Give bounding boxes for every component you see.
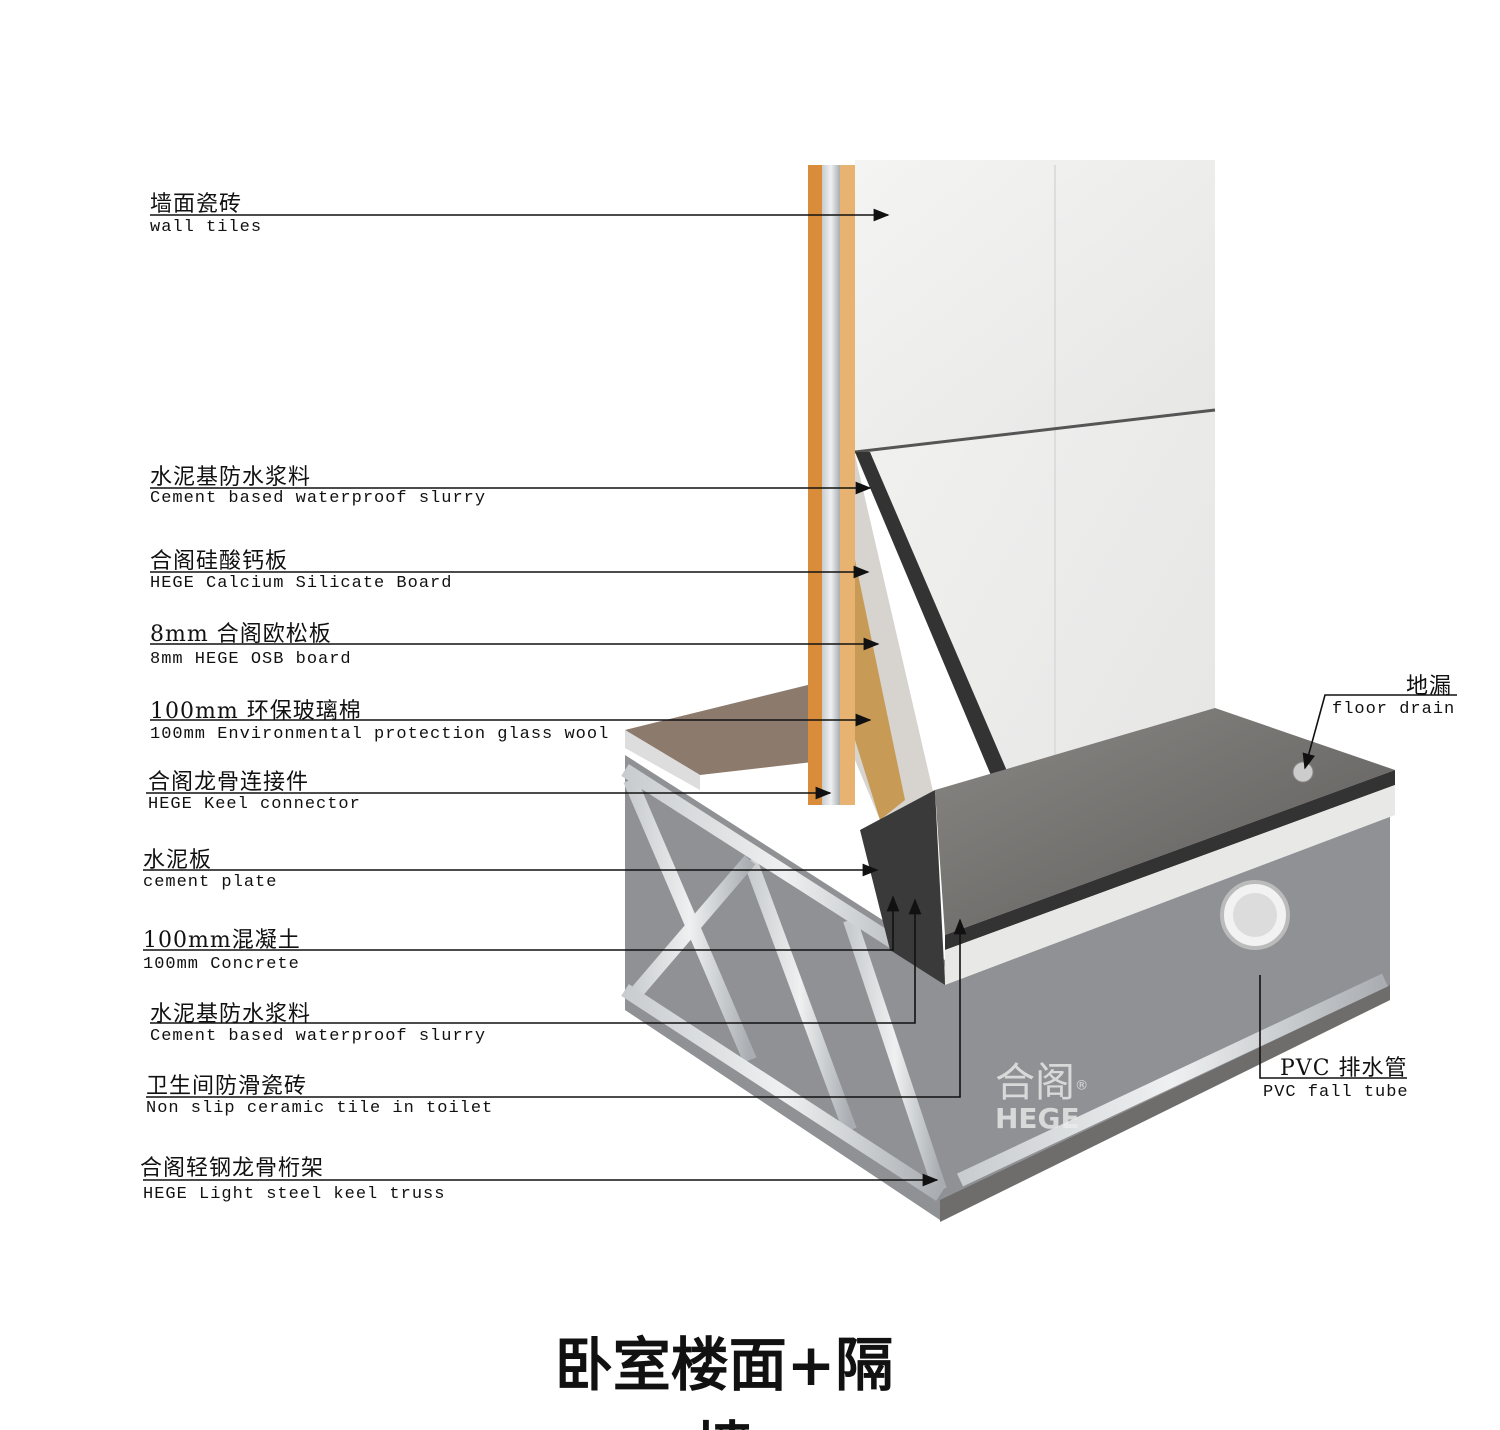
hege-logo: 合阁® HEGE <box>995 1060 1089 1135</box>
label-waterproof-slurry-2-cn: 水泥基防水浆料 <box>150 1002 312 1027</box>
label-steel-truss-cn: 合阁轻钢龙骨桁架 <box>140 1156 325 1181</box>
label-pvc-tube-cn: PVC 排水管 <box>1280 1056 1408 1081</box>
label-nonslip-tile-en: Non slip ceramic tile in toilet <box>146 1099 494 1118</box>
label-wall-tiles-cn: 墙面瓷砖 <box>150 192 243 217</box>
label-keel-connector-cn: 合阁龙骨连接件 <box>148 770 310 795</box>
label-waterproof-slurry-cn: 水泥基防水浆料 <box>150 465 312 490</box>
leader-lines <box>143 208 1457 1187</box>
label-floor-drain-cn: 地漏 <box>1406 674 1453 699</box>
label-osb-en: 8mm HEGE OSB board <box>150 650 352 669</box>
label-glass-wool-en: 100mm Environmental protection glass woo… <box>150 725 610 744</box>
label-nonslip-tile-cn: 卫生间防滑瓷砖 <box>146 1074 308 1099</box>
label-steel-truss-en: HEGE Light steel keel truss <box>143 1185 446 1204</box>
label-osb-cn: 8mm 合阁欧松板 <box>150 622 332 647</box>
label-cement-plate-en: cement plate <box>143 873 278 892</box>
label-wall-tiles-en: wall tiles <box>150 218 263 237</box>
label-waterproof-slurry-en: Cement based waterproof slurry <box>150 489 487 508</box>
floor-drain <box>1292 761 1314 783</box>
bathroom-floor <box>860 708 1395 985</box>
label-concrete-en: 100mm Concrete <box>143 955 300 974</box>
left-floor-tile <box>625 682 830 775</box>
label-pvc-tube-en: PVC fall tube <box>1263 1083 1409 1102</box>
label-floor-drain-en: floor drain <box>1332 700 1456 719</box>
partition-wall <box>808 160 1216 820</box>
label-calcium-silicate-en: HEGE Calcium Silicate Board <box>150 574 453 593</box>
label-calcium-silicate-cn: 合阁硅酸钙板 <box>150 549 289 574</box>
label-waterproof-slurry-2-en: Cement based waterproof slurry <box>150 1027 487 1046</box>
label-cement-plate-cn: 水泥板 <box>143 848 213 873</box>
diagram-title: 卧室楼面+隔墙 <box>538 1318 910 1430</box>
label-keel-connector-en: HEGE Keel connector <box>148 795 361 814</box>
label-glass-wool-cn: 100mm 环保玻璃棉 <box>150 699 362 724</box>
label-concrete-cn: 100mm混凝土 <box>143 928 301 953</box>
